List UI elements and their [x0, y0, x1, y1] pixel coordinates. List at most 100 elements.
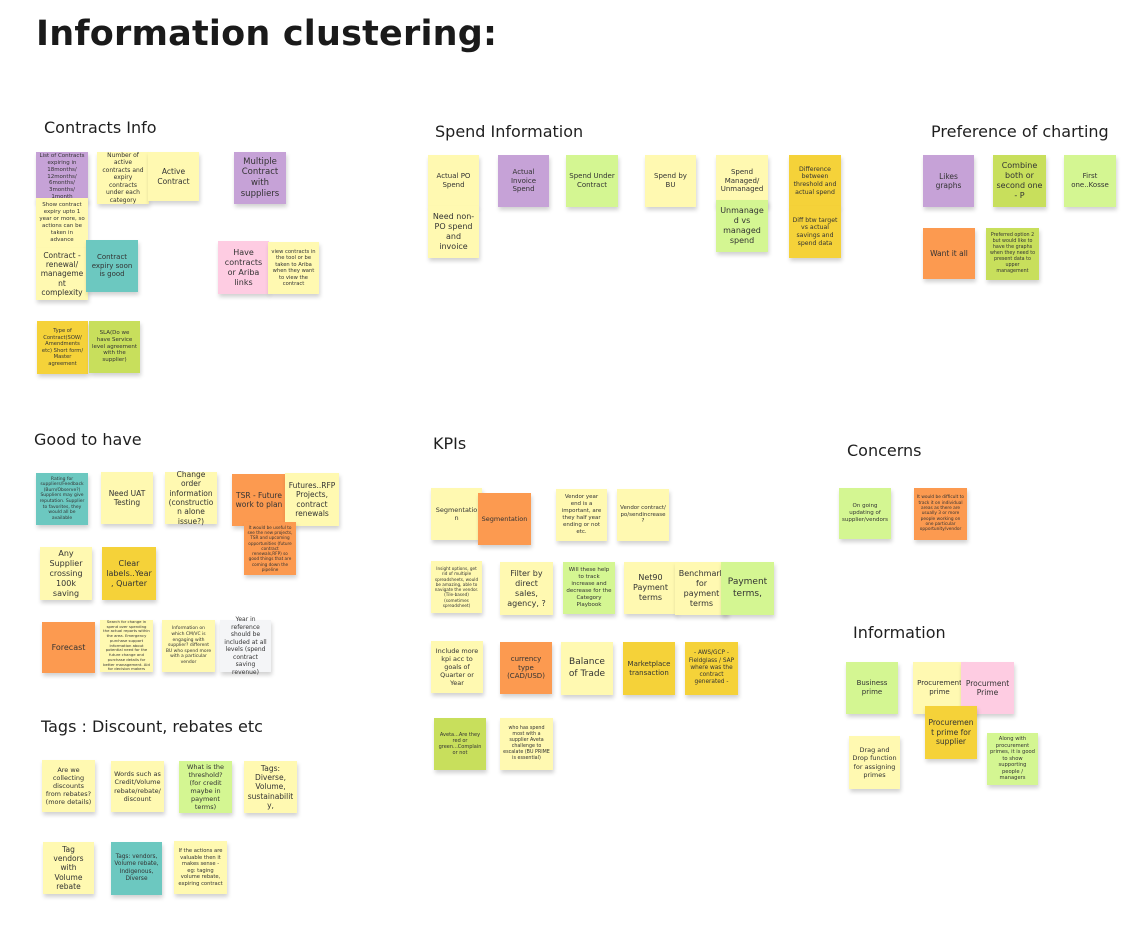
- sticky-note-active-contract[interactable]: Active Contract: [148, 152, 199, 201]
- sticky-note-actual-invoice-spend[interactable]: Actual Invoice Spend: [498, 155, 549, 207]
- sticky-note-text: Clear labels..Year, Quarter: [106, 558, 152, 588]
- sticky-note-benchmark-for-payment-terms[interactable]: Benchmark for payment terms: [675, 562, 728, 615]
- section-title-preference-of-charting: Preference of charting: [931, 122, 1109, 141]
- sticky-note-number-of-active-contracts-and-expiry-co[interactable]: Number of active contracts and expiry co…: [97, 152, 149, 204]
- sticky-note-text: Tags: vendors, Volume rebate, Indigenous…: [114, 854, 159, 882]
- sticky-note-business-prime[interactable]: Business prime: [846, 662, 898, 714]
- sticky-note-sla-do-we-have-service-level-agreement-w[interactable]: SLA(Do we have Service level agreement w…: [89, 321, 140, 373]
- sticky-note-words-such-as-credit-volume-rebate-rebat[interactable]: Words such as Credit/Volume rebate/rebat…: [111, 761, 164, 812]
- sticky-note-it-would-be-difficult-to-track-it-on-ind[interactable]: It would be difficult to track it on ind…: [914, 488, 967, 540]
- sticky-note-text: who has spend most with a supplier Aveta…: [503, 726, 550, 761]
- sticky-note-text: It would be useful to see the new projec…: [247, 524, 293, 572]
- sticky-note-text: Search for change in spend over spending…: [103, 618, 150, 672]
- sticky-note-view-contracts-in-the-tool-or-be-taken-t[interactable]: view contracts in the tool or be taken t…: [268, 242, 319, 294]
- sticky-note-text: Forecast: [51, 642, 86, 652]
- sticky-note-need-non-po-spend-and-invoice[interactable]: Need non-PO spend and invoice: [428, 206, 479, 258]
- sticky-note-unmanaged-vs-managed-spend[interactable]: Unmanaged vs managed spend: [716, 200, 768, 252]
- sticky-note-likes-graphs[interactable]: Likes graphs: [923, 155, 974, 207]
- sticky-note-text: Active Contract: [157, 167, 190, 186]
- sticky-note-information-on-which-cm-vc-is-engaging-w[interactable]: Information on which CM/VC is engaging w…: [162, 620, 215, 672]
- sticky-note-text: Combine both or second one - P: [996, 161, 1043, 200]
- sticky-note-text: Want it all: [930, 248, 968, 258]
- sticky-note-it-would-be-useful-to-see-the-new-projec[interactable]: It would be useful to see the new projec…: [244, 522, 296, 575]
- sticky-note-currency-type-cad-usd[interactable]: currency type (CAD/USD): [500, 642, 552, 694]
- sticky-note-text: Words such as Credit/Volume rebate/rebat…: [114, 770, 161, 803]
- sticky-note-aveta-are-they-red-or-green-complain-or-[interactable]: Aveta...Are they red or green...Complain…: [434, 718, 486, 770]
- sticky-note-tag-vendors-with-volume-rebate[interactable]: Tag vendors with Volume rebate: [43, 842, 94, 894]
- sticky-note-on-going-updating-of-supplier-vendors[interactable]: On going updating of supplier/vendors: [839, 488, 891, 539]
- sticky-note-vendor-year-end-is-a-important-are-they-[interactable]: Vendor year end is a important, are they…: [556, 489, 607, 541]
- sticky-note-clear-labels-year-quarter[interactable]: Clear labels..Year, Quarter: [102, 547, 156, 600]
- sticky-note-tags-vendors-volume-rebate-indigenous-di[interactable]: Tags: vendors, Volume rebate, Indigenous…: [111, 842, 162, 895]
- sticky-note-marketplace-transaction[interactable]: Marketplace transaction: [623, 642, 675, 695]
- sticky-note-text: Business prime: [856, 679, 888, 696]
- sticky-note-text: Payment terms,: [727, 577, 768, 599]
- sticky-note-spend-by-bu[interactable]: Spend by BU: [645, 155, 696, 207]
- sticky-note-text: currency type (CAD/USD): [507, 654, 545, 681]
- sticky-note-text: List of Contracts expiring in 18months/ …: [39, 152, 85, 200]
- sticky-note-rating-for-suppliers-feedback-burn-obser[interactable]: Rating for suppliers/Feedback (Burn/Obse…: [36, 473, 88, 525]
- sticky-note-combine-both-or-second-one-p[interactable]: Combine both or second one - P: [993, 155, 1046, 207]
- sticky-note-forecast[interactable]: Forecast: [42, 622, 95, 673]
- sticky-note-text: Any Supplier crossing 100k saving: [49, 548, 83, 598]
- sticky-note-aws-gcp-fieldglass-sap-where-was-the-con[interactable]: - AWS/GCP - Fieldglass / SAP where was t…: [685, 642, 738, 695]
- sticky-note-text: Show contract expiry upto 1 year or more…: [39, 202, 85, 243]
- sticky-note-what-is-the-threshold-for-credit-maybe-i[interactable]: What is the threshold? (for credit maybe…: [179, 761, 232, 813]
- sticky-note-include-more-kpi-acc-to-goals-of-quarter[interactable]: Include more kpi acc to goals of Quarter…: [431, 641, 483, 693]
- sticky-note-contract-expiry-soon-is-good[interactable]: Contract expiry soon is good: [86, 240, 138, 292]
- sticky-note-show-contract-expiry-upto-1-year-or-more[interactable]: Show contract expiry upto 1 year or more…: [36, 198, 88, 248]
- sticky-note-have-contracts-or-ariba-links[interactable]: Have contracts or Ariba links: [218, 241, 269, 294]
- sticky-note-spend-under-contract[interactable]: Spend Under Contract: [566, 155, 618, 207]
- sticky-note-any-supplier-crossing-100k-saving[interactable]: Any Supplier crossing 100k saving: [40, 547, 92, 600]
- sticky-note-filter-by-direct-sales-agency[interactable]: Filter by direct sales, agency, ?: [500, 562, 553, 615]
- sticky-note-search-for-change-in-spend-over-spending[interactable]: Search for change in spend over spending…: [100, 618, 153, 672]
- sticky-note-tsr-future-work-to-plan[interactable]: TSR - Future work to plan: [232, 474, 286, 526]
- sticky-note-text: What is the threshold? (for credit maybe…: [186, 762, 225, 812]
- sticky-note-first-one-kosse[interactable]: First one..Kosse: [1064, 155, 1116, 207]
- sticky-note-preferred-option-2-but-would-like-to-hav[interactable]: Preferred option 2 but would like to hav…: [986, 228, 1039, 280]
- sticky-note-will-these-help-to-track-increase-and-de[interactable]: Will these help to track increase and de…: [563, 562, 615, 614]
- sticky-note-vendor-contract-po-sendincrease[interactable]: Vendor contract/ po/sendincrease?: [617, 489, 669, 541]
- sticky-note-difference-between-threshold-and-actual-[interactable]: Difference between threshold and actual …: [789, 155, 841, 207]
- sticky-note-type-of-contract-sow-amendments-etc-shor[interactable]: Type of Contract(SOW/ Amendments etc) Sh…: [37, 321, 88, 374]
- sticky-note-segmentation[interactable]: Segmentation: [431, 488, 482, 540]
- sticky-note-procurement-prime[interactable]: Procurement prime: [913, 662, 966, 714]
- sticky-note-want-it-all[interactable]: Want it all: [923, 228, 975, 279]
- sticky-note-are-we-collecting-discounts-from-rebates[interactable]: Are we collecting discounts from rebates…: [42, 760, 95, 812]
- sticky-note-text: First one..Kosse: [1071, 172, 1109, 189]
- sticky-note-net90-payment-terms[interactable]: Net90 Payment terms: [624, 562, 677, 614]
- sticky-note-list-of-contracts-expiring-in-18months-1[interactable]: List of Contracts expiring in 18months/ …: [36, 152, 88, 202]
- sticky-note-change-order-information-construction-al[interactable]: Change order information (construction a…: [165, 470, 217, 526]
- sticky-note-who-has-spend-most-with-a-supplier-aveta[interactable]: who has spend most with a supplier Aveta…: [500, 718, 553, 770]
- sticky-note-text: Procurement prime: [917, 679, 962, 696]
- sticky-note-drag-and-drop-function-for-assigning-pri[interactable]: Drag and Drop function for assigning pri…: [849, 736, 900, 789]
- section-title-tags: Tags : Discount, rebates etc: [41, 717, 263, 736]
- sticky-note-tags-diverse-volume-sustainability[interactable]: Tags: Diverse, Volume, sustainability,: [244, 761, 297, 813]
- sticky-note-segmentation[interactable]: Segmentation: [478, 493, 531, 545]
- sticky-note-procurement-prime-for-supplier[interactable]: Procurement prime for supplier: [925, 706, 977, 759]
- sticky-note-insight-options-get-rid-of-multiple-spre[interactable]: Insight options, get rid of multiple spr…: [431, 561, 482, 613]
- sticky-note-text: Unmanaged vs managed spend: [720, 206, 764, 245]
- sticky-note-text: Balance of Trade: [568, 657, 606, 679]
- sticky-note-text: Vendor year end is a important, are they…: [561, 494, 602, 535]
- sticky-note-along-with-procurement-primes-it-is-good[interactable]: Along with procurement primes, it is goo…: [987, 733, 1038, 785]
- sticky-note-if-the-actions-are-valuable-then-it-make[interactable]: If the actions are valuable then it make…: [174, 841, 227, 894]
- sticky-note-futures-rfp-projects-contract-renewals[interactable]: Futures..RFP Projects, contract renewals: [285, 473, 339, 526]
- sticky-note-text: Net90 Payment terms: [632, 573, 669, 602]
- sticky-note-text: Benchmark for payment terms: [678, 568, 725, 608]
- section-title-good-to-have: Good to have: [34, 430, 142, 449]
- sticky-note-procurment-prime[interactable]: Procurment Prime: [961, 662, 1014, 714]
- sticky-note-multiple-contract-with-suppliers[interactable]: Multiple Contract with suppliers: [234, 152, 286, 204]
- sticky-note-text: Contract expiry soon is good: [91, 252, 133, 279]
- sticky-note-balance-of-trade[interactable]: Balance of Trade: [561, 642, 613, 695]
- sticky-note-text: Procurement prime for supplier: [928, 718, 974, 747]
- sticky-note-need-uat-testing[interactable]: Need UAT Testing: [101, 472, 153, 524]
- sticky-note-diff-btw-target-vs-actual-savings-and-sp[interactable]: Diff btw target vs actual savings and sp…: [789, 206, 841, 258]
- sticky-note-year-in-reference-should-be-included-at-[interactable]: Year in reference should be included at …: [220, 616, 271, 676]
- sticky-note-text: Include more kpi acc to goals of Quarter…: [435, 646, 479, 688]
- sticky-note-payment-terms[interactable]: Payment terms,: [721, 562, 774, 615]
- sticky-note-contract-renewal-management-complexity[interactable]: Contract - renewal/ management complexit…: [36, 248, 88, 300]
- sticky-note-spend-managed-unmanaged[interactable]: Spend Managed/ Unmanaged: [716, 155, 768, 207]
- sticky-note-actual-po-spend[interactable]: Actual PO Spend: [428, 155, 479, 207]
